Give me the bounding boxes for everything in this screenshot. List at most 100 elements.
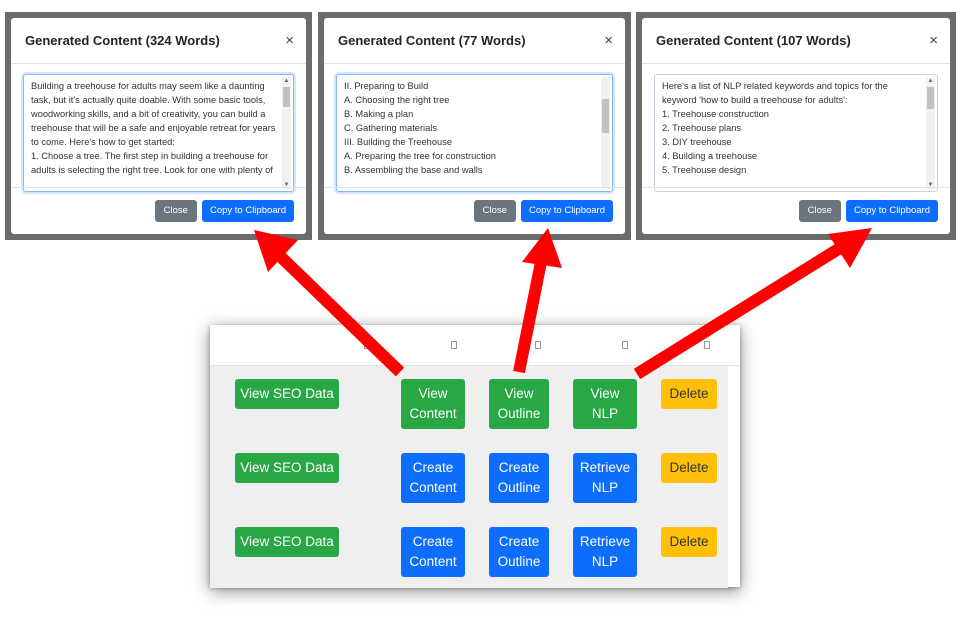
content-textarea[interactable]: Building a treehouse for adults may seem… bbox=[23, 74, 294, 192]
table-row: View SEO Data Create Content Create Outl… bbox=[210, 514, 728, 588]
text-line: B. Making a plan bbox=[344, 109, 414, 119]
button-label-line: NLP bbox=[591, 406, 619, 421]
modal-header: Generated Content (107 Words) × bbox=[642, 18, 950, 64]
scroll-down-arrow-icon[interactable]: ▼ bbox=[927, 182, 934, 188]
text-line: treehouse that will be a safe and enjoya… bbox=[31, 123, 276, 133]
text-line: II. Preparing to Build bbox=[344, 81, 429, 91]
create-outline-button[interactable]: Create Outline bbox=[489, 453, 549, 503]
button-label-line: View bbox=[590, 386, 620, 401]
text-line: 2. Treehouse plans bbox=[662, 123, 742, 133]
close-icon[interactable]: × bbox=[604, 32, 613, 49]
retrieve-nlp-button[interactable]: Retrieve NLP bbox=[573, 527, 637, 577]
table-header bbox=[210, 325, 740, 366]
outline-textarea[interactable]: II. Preparing to Build A. Choosing the r… bbox=[336, 74, 613, 192]
text-line: A. Preparing the tree for construction bbox=[344, 151, 496, 161]
sort-icon[interactable] bbox=[535, 341, 541, 349]
projects-table: View SEO Data View Content View Outline … bbox=[210, 325, 740, 588]
text-line: to come. Here's how to get started: bbox=[31, 137, 175, 147]
scroll-down-arrow-icon[interactable]: ▼ bbox=[283, 182, 290, 188]
view-content-button[interactable]: View Content bbox=[401, 379, 465, 429]
outline-modal-frame: Generated Content (77 Words) × II. Prepa… bbox=[318, 12, 631, 240]
delete-button[interactable]: Delete bbox=[661, 527, 717, 557]
button-label-line: Retrieve bbox=[579, 460, 631, 475]
button-label-line: Content bbox=[409, 554, 457, 569]
modal-footer: Close Copy to Clipboard bbox=[324, 187, 625, 234]
text-line: A. Choosing the right tree bbox=[344, 95, 450, 105]
modal-header: Generated Content (77 Words) × bbox=[324, 18, 625, 64]
view-seo-data-button[interactable]: View SEO Data bbox=[235, 453, 339, 483]
modal-title: Generated Content (77 Words) bbox=[338, 33, 526, 48]
text-line: B. Assembling the base and walls bbox=[344, 165, 483, 175]
text-line: task, but it's actually quite doable. Wi… bbox=[31, 95, 266, 105]
button-label-line: Content bbox=[409, 406, 457, 421]
scroll-up-arrow-icon[interactable]: ▲ bbox=[283, 78, 290, 84]
sort-icon[interactable] bbox=[622, 341, 628, 349]
textarea-scrollbar[interactable]: ▲ ▼ bbox=[926, 77, 935, 189]
nlp-modal-frame: Generated Content (107 Words) × Here's a… bbox=[636, 12, 956, 240]
content-modal-frame: Generated Content (324 Words) × Building… bbox=[5, 12, 312, 240]
view-nlp-button[interactable]: View NLP bbox=[573, 379, 637, 429]
button-label-line: Create bbox=[498, 460, 540, 475]
scrollbar-thumb[interactable] bbox=[602, 99, 609, 133]
textarea-scrollbar[interactable]: ▲ ▼ bbox=[282, 77, 291, 189]
textarea-scrollbar[interactable] bbox=[601, 77, 610, 189]
modal-header: Generated Content (324 Words) × bbox=[11, 18, 306, 64]
view-seo-data-button[interactable]: View SEO Data bbox=[235, 527, 339, 557]
text-line: 5. Treehouse design bbox=[662, 165, 747, 175]
create-content-button[interactable]: Create Content bbox=[401, 527, 465, 577]
delete-button[interactable]: Delete bbox=[661, 453, 717, 483]
button-label-line: NLP bbox=[591, 480, 619, 495]
close-icon[interactable]: × bbox=[285, 32, 294, 49]
button-label-line: Outline bbox=[497, 480, 541, 495]
modal-title: Generated Content (324 Words) bbox=[25, 33, 220, 48]
outline-modal: Generated Content (77 Words) × II. Prepa… bbox=[324, 18, 625, 234]
create-outline-button[interactable]: Create Outline bbox=[489, 527, 549, 577]
button-label-line: View bbox=[418, 386, 448, 401]
text-line: C. Gathering materials bbox=[344, 123, 438, 133]
text-line: 1. Choose a tree. The first step in buil… bbox=[31, 151, 269, 161]
modal-footer: Close Copy to Clipboard bbox=[11, 187, 306, 234]
modal-title: Generated Content (107 Words) bbox=[656, 33, 851, 48]
close-button[interactable]: Close bbox=[473, 200, 516, 222]
scrollbar-thumb[interactable] bbox=[927, 87, 934, 109]
nlp-modal: Generated Content (107 Words) × Here's a… bbox=[642, 18, 950, 234]
button-label-line: Outline bbox=[497, 554, 541, 569]
copy-to-clipboard-button[interactable]: Copy to Clipboard bbox=[201, 200, 294, 222]
sort-icon[interactable] bbox=[451, 341, 457, 349]
text-line: adults is selecting the right tree. Look… bbox=[31, 165, 273, 175]
text-line: 1. Treehouse construction bbox=[662, 109, 769, 119]
copy-to-clipboard-button[interactable]: Copy to Clipboard bbox=[520, 200, 613, 222]
button-label-line: NLP bbox=[591, 554, 619, 569]
sort-icon[interactable] bbox=[704, 341, 710, 349]
close-button[interactable]: Close bbox=[154, 200, 197, 222]
table-row: View SEO Data View Content View Outline … bbox=[210, 366, 728, 441]
retrieve-nlp-button[interactable]: Retrieve NLP bbox=[573, 453, 637, 503]
close-icon[interactable]: × bbox=[929, 32, 938, 49]
modal-footer: Close Copy to Clipboard bbox=[642, 187, 950, 234]
delete-button[interactable]: Delete bbox=[661, 379, 717, 409]
copy-to-clipboard-button[interactable]: Copy to Clipboard bbox=[845, 200, 938, 222]
button-label-line: Retrieve bbox=[579, 534, 631, 549]
scrollbar-thumb[interactable] bbox=[283, 87, 290, 107]
content-modal: Generated Content (324 Words) × Building… bbox=[11, 18, 306, 234]
text-line: keyword 'how to build a treehouse for ad… bbox=[662, 95, 848, 105]
button-label-line: View bbox=[504, 386, 534, 401]
view-outline-button[interactable]: View Outline bbox=[489, 379, 549, 429]
sort-icon[interactable] bbox=[364, 341, 370, 349]
text-line: 4. Building a treehouse bbox=[662, 151, 758, 161]
close-button[interactable]: Close bbox=[798, 200, 841, 222]
nlp-textarea[interactable]: Here's a list of NLP related keywords an… bbox=[654, 74, 938, 192]
view-seo-data-button[interactable]: View SEO Data bbox=[235, 379, 339, 409]
button-label-line: Create bbox=[498, 534, 540, 549]
button-label-line: Create bbox=[412, 460, 454, 475]
text-line: III. Building the Treehouse bbox=[344, 137, 453, 147]
text-line: 3. DIY treehouse bbox=[662, 137, 732, 147]
text-line: Here's a list of NLP related keywords an… bbox=[662, 81, 888, 91]
text-line: woodworking skills, and a bit of creativ… bbox=[31, 109, 266, 119]
scroll-up-arrow-icon[interactable]: ▲ bbox=[927, 78, 934, 84]
create-content-button[interactable]: Create Content bbox=[401, 453, 465, 503]
text-line: Building a treehouse for adults may seem… bbox=[31, 81, 265, 91]
button-label-line: Create bbox=[412, 534, 454, 549]
table-row: View SEO Data Create Content Create Outl… bbox=[210, 440, 728, 515]
button-label-line: Outline bbox=[497, 406, 541, 421]
